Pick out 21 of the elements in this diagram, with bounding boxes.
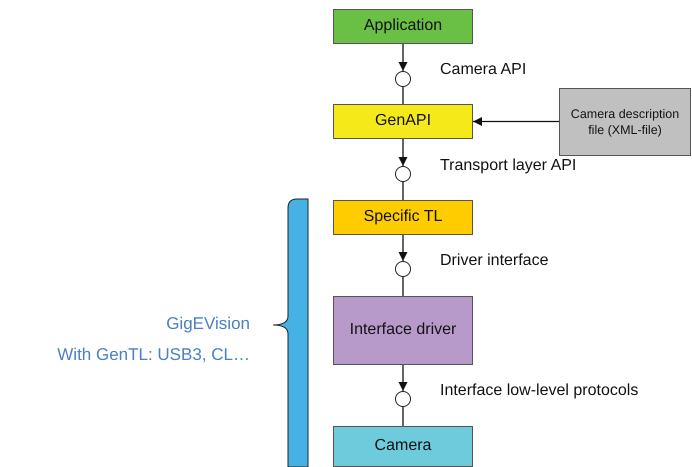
process-box: Specific TL [333,200,473,235]
arrow [398,235,408,261]
process-box: Camera description file (XML-file) [559,88,691,156]
arrow [398,365,408,391]
interface-label: Driver interface [440,252,548,270]
process-box: Application [333,9,473,44]
bracket-label: GigEVision [166,314,250,334]
process-box: GenAPI [333,104,473,139]
interface-circle [395,261,411,277]
interface-circle [395,391,411,407]
bracket-label: With GenTL: USB3, CL… [57,345,250,365]
interface-label: Interface low-level protocols [440,382,638,400]
process-box: Interface driver [333,296,473,365]
arrow [398,44,408,71]
arrow [473,116,559,126]
interface-label: Transport layer API [440,157,576,175]
process-box: Camera [333,426,473,467]
interface-label: Camera API [440,61,526,79]
interface-circle [395,71,411,87]
interface-circle [395,166,411,182]
arrow [398,139,408,166]
